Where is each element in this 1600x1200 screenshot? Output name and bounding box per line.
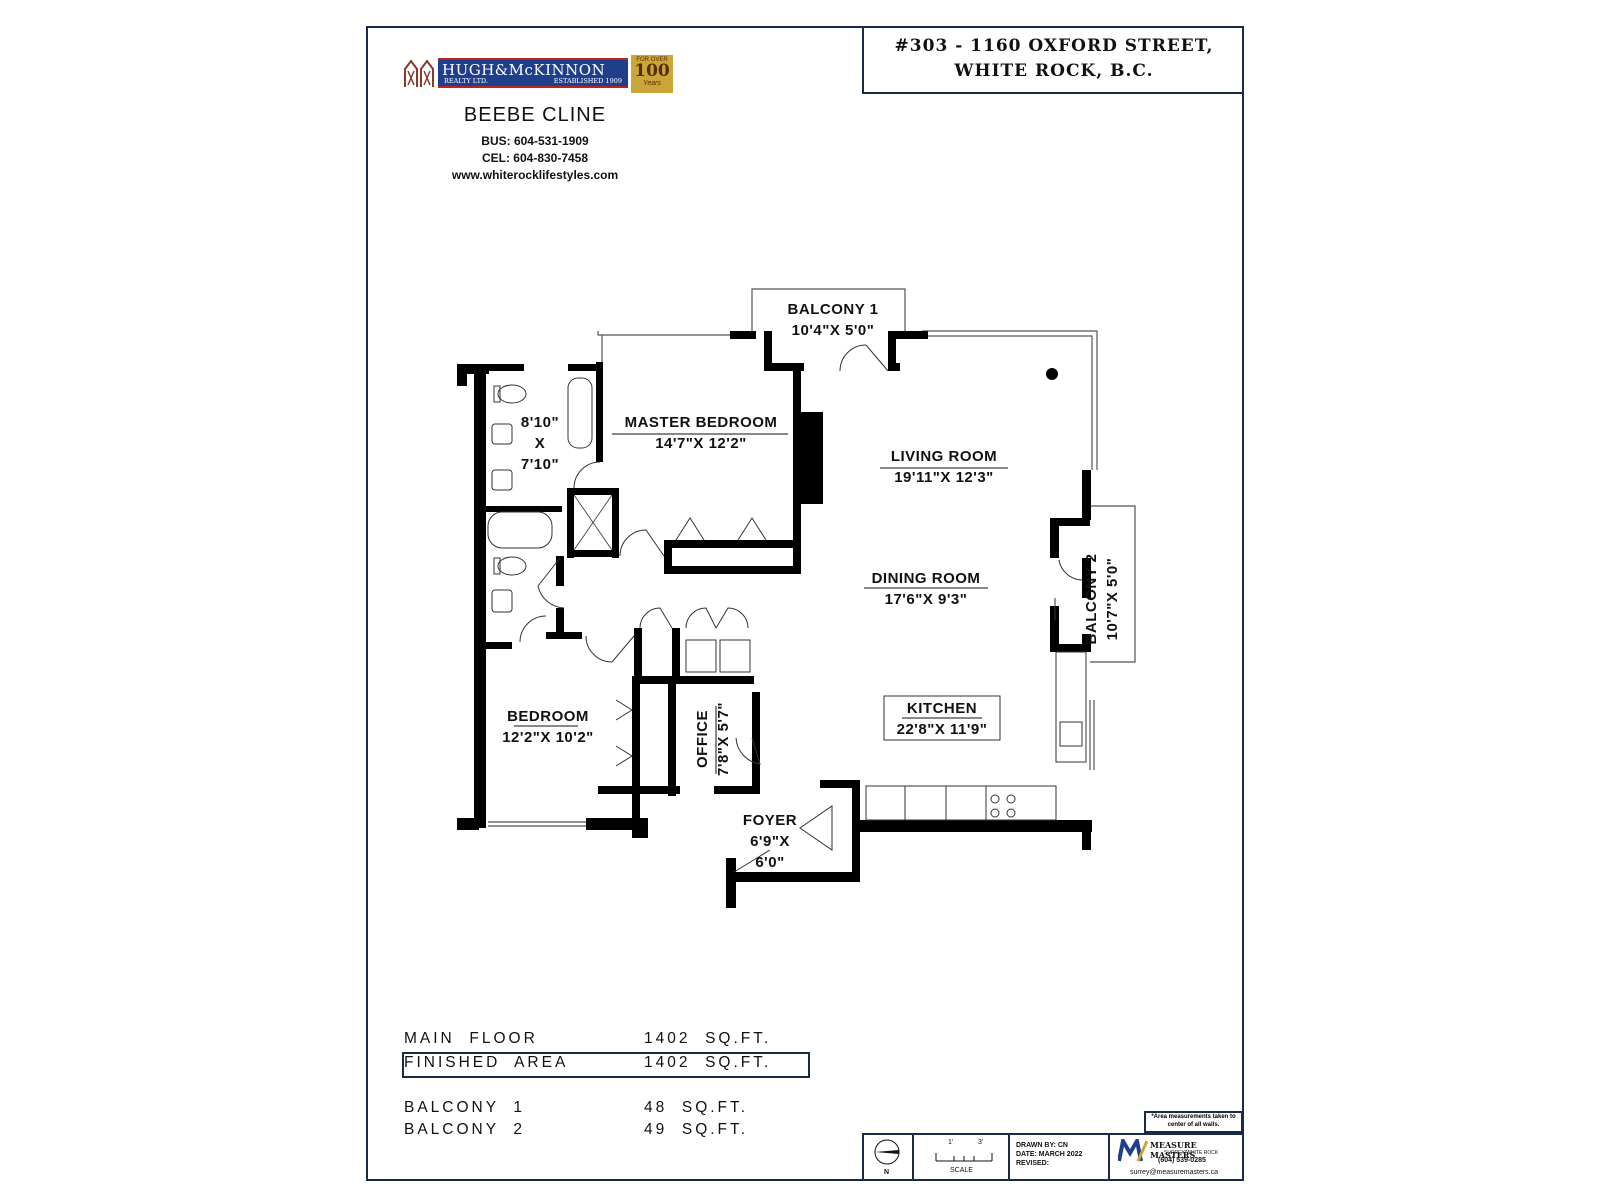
badge-top: FOR OVER bbox=[636, 57, 668, 63]
room-kitchen-name: KITCHEN bbox=[906, 700, 978, 717]
room-foyer-dim-2: 6'0" bbox=[755, 854, 785, 871]
drawing-date: DATE: MARCH 2022 bbox=[1016, 1151, 1083, 1158]
room-balcony-2: BALCONY 2 10'7"X 5'0" bbox=[1081, 519, 1123, 679]
room-living-room-dimensions: 19'11"X 12'3" bbox=[894, 469, 994, 486]
scale-cell: 1' 3' SCALE bbox=[912, 1133, 1008, 1180]
realty-logo: HUGH&McKINNON REALTY LTD. ESTABLISHED 19… bbox=[403, 55, 673, 93]
area-finished-value: 1402 SQ.FT. bbox=[644, 1054, 772, 1071]
room-living-room-name: LIVING ROOM bbox=[890, 448, 998, 465]
address-line-2: WHITE ROCK, B.C. bbox=[954, 61, 1154, 81]
room-dining-room: DINING ROOM 17'6"X 9'3" bbox=[856, 568, 996, 610]
area-note: *Area measurements taken to center of al… bbox=[1144, 1111, 1243, 1133]
scale-mark-1: 1' bbox=[948, 1139, 954, 1146]
area-balcony-1-label: BALCONY 1 bbox=[404, 1099, 526, 1116]
room-balcony-1: BALCONY 1 10'4"X 5'0" bbox=[764, 299, 902, 341]
room-office-name: OFFICE bbox=[694, 710, 711, 768]
room-ensuite-x: X bbox=[534, 435, 546, 452]
badge-bottom: Years bbox=[643, 80, 661, 87]
room-bedroom-name: BEDROOM bbox=[507, 708, 589, 725]
brand-plate: HUGH&McKINNON REALTY LTD. ESTABLISHED 19… bbox=[438, 58, 628, 88]
company-name: MEASURE MASTERS bbox=[1150, 1140, 1197, 1160]
brand-name: HUGH&McKINNON bbox=[442, 61, 606, 79]
room-office: OFFICE 7'8"X 5'7" bbox=[692, 684, 734, 794]
company-sub: SURREY/WHITE ROCK bbox=[1164, 1150, 1219, 1156]
room-dining-room-name: DINING ROOM bbox=[871, 570, 981, 587]
room-master-bedroom-dimensions: 14'7"X 12'2" bbox=[655, 435, 747, 452]
brand-sub-left: REALTY LTD. bbox=[444, 77, 488, 85]
north-arrow-icon bbox=[874, 1139, 900, 1165]
measure-masters-logo-icon bbox=[1118, 1139, 1148, 1162]
room-bedroom: BEDROOM 12'2"X 10'2" bbox=[498, 706, 598, 748]
room-ensuite-dim-1: 8'10" bbox=[520, 414, 560, 431]
company-cell: MEASURE MASTERS SURREY/WHITE ROCK (604) … bbox=[1108, 1133, 1244, 1180]
revised: REVISED: bbox=[1016, 1160, 1050, 1167]
scale-bar-icon bbox=[935, 1153, 993, 1162]
room-foyer-dim-1: 6'9"X bbox=[750, 833, 790, 850]
company-phone: (604) 539-0285 bbox=[1158, 1157, 1206, 1164]
room-master-bedroom-name: MASTER BEDROOM bbox=[624, 414, 778, 431]
room-master-bedroom: MASTER BEDROOM 14'7"X 12'2" bbox=[606, 412, 796, 454]
room-balcony-1-name: BALCONY 1 bbox=[787, 301, 879, 318]
agent-cell-phone: CEL: 604-830-7458 bbox=[481, 151, 589, 165]
company-email[interactable]: surrey@measuremasters.ca bbox=[1130, 1169, 1219, 1176]
room-ensuite-dim-2: 7'10" bbox=[520, 456, 560, 473]
room-dining-room-dimensions: 17'6"X 9'3" bbox=[884, 591, 968, 608]
scale-label: SCALE bbox=[950, 1167, 973, 1174]
room-kitchen-dimensions: 22'8"X 11'9" bbox=[896, 721, 988, 738]
agent-business-phone: BUS: 604-531-1909 bbox=[481, 134, 589, 148]
drawn-by: DRAWN BY: CN bbox=[1016, 1142, 1068, 1149]
drawing-info-cell: DRAWN BY: CN DATE: MARCH 2022 REVISED: bbox=[1008, 1133, 1108, 1180]
area-finished-label: FINISHED AREA bbox=[404, 1054, 569, 1071]
room-foyer-name: FOYER bbox=[742, 812, 798, 829]
room-balcony-2-dimensions: 10'7"X 5'0" bbox=[1104, 557, 1121, 641]
north-arrow-cell: N bbox=[862, 1133, 912, 1180]
finished-area-box bbox=[402, 1052, 810, 1078]
room-kitchen: KITCHEN 22'8"X 11'9" bbox=[880, 698, 1004, 740]
century-badge: FOR OVER 100 Years bbox=[631, 55, 673, 93]
room-ensuite: 8'10" X 7'10" bbox=[512, 412, 568, 475]
realty-emblem-icon bbox=[403, 57, 435, 91]
room-balcony-2-name: BALCONY 2 bbox=[1083, 553, 1100, 645]
agent-name: BEEBE CLINE bbox=[463, 104, 607, 126]
brand-sub-right: ESTABLISHED 1909 bbox=[553, 77, 622, 85]
agent-info: BEEBE CLINE BUS: 604-531-1909 CEL: 604-8… bbox=[420, 104, 650, 184]
room-balcony-1-dimensions: 10'4"X 5'0" bbox=[791, 322, 875, 339]
room-office-dimensions: 7'8"X 5'7" bbox=[715, 702, 732, 776]
address-line-1: #303 - 1160 OXFORD STREET, bbox=[894, 36, 1214, 56]
scale-mark-3: 3' bbox=[978, 1139, 984, 1146]
agent-website[interactable]: www.whiterocklifestyles.com bbox=[451, 168, 619, 182]
north-label: N bbox=[884, 1169, 890, 1176]
room-living-room: LIVING ROOM 19'11"X 12'3" bbox=[874, 446, 1014, 488]
badge-number: 100 bbox=[634, 61, 670, 81]
area-balcony-2-value: 49 SQ.FT. bbox=[644, 1121, 749, 1138]
area-balcony-2-label: BALCONY 2 bbox=[404, 1121, 526, 1138]
room-bedroom-dimensions: 12'2"X 10'2" bbox=[502, 729, 594, 746]
property-address: #303 - 1160 OXFORD STREET, WHITE ROCK, B… bbox=[862, 26, 1244, 94]
area-main-floor-label: MAIN FLOOR bbox=[404, 1030, 538, 1047]
area-main-floor-value: 1402 SQ.FT. bbox=[644, 1030, 772, 1047]
area-balcony-1-value: 48 SQ.FT. bbox=[644, 1099, 749, 1116]
room-foyer: FOYER 6'9"X 6'0" bbox=[730, 810, 810, 873]
